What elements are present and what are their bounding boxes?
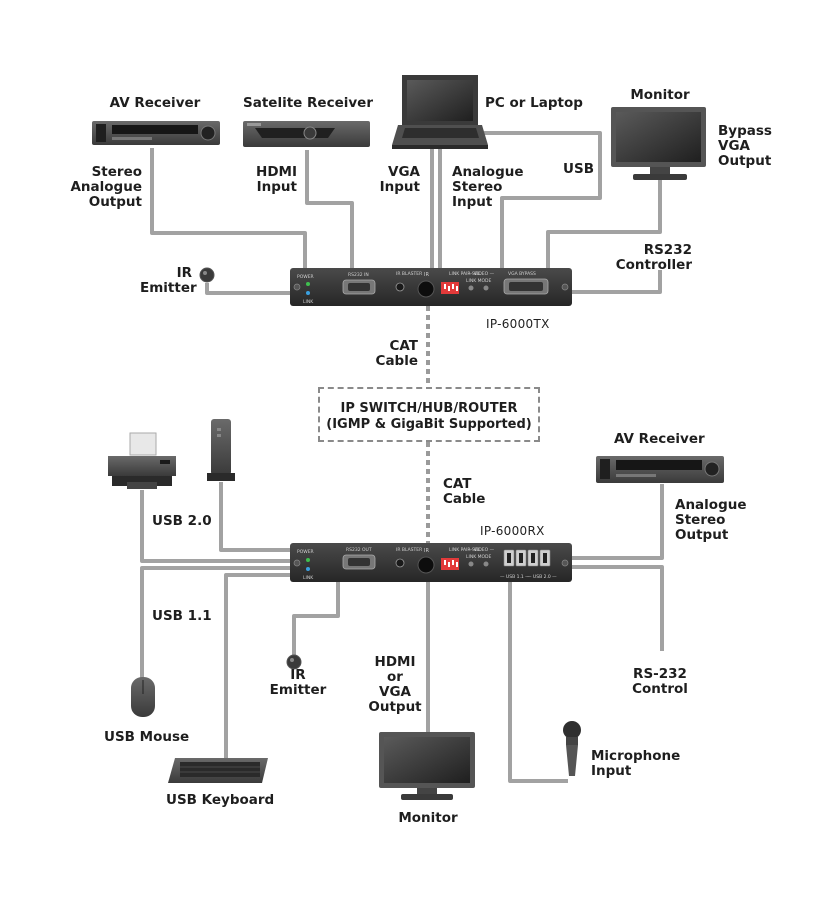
cable-bypass-vga (546, 178, 662, 272)
pc-laptop-title: PC or Laptop (485, 95, 583, 111)
tx-vga-bypass-label: VGA BYPASS (508, 271, 536, 277)
rx-link-mode-label: LINK MODE (466, 554, 491, 560)
ir-emitter-top-label: IR Emitter (140, 265, 197, 296)
usb-label: USB (563, 161, 594, 177)
rx-usb11-label: — USB 1.1 — (500, 574, 530, 580)
cables-bottom (140, 482, 664, 783)
rx-link-led (306, 567, 310, 571)
rx-power-label: POWER (297, 549, 314, 555)
rx-link-label: LINK (303, 575, 314, 581)
microphone-input-label: Microphone Input (591, 748, 681, 779)
rx-link-pair-label: LINK PAIR SEL (449, 547, 481, 553)
rx-ir-label: IR (424, 548, 429, 554)
cable-satellite (305, 150, 354, 272)
cable-av-receiver-top (150, 148, 307, 272)
tx-ir-label: IR (424, 272, 429, 278)
cable-ir-top (205, 283, 292, 295)
tx-power-label: POWER (297, 274, 314, 280)
cable-keyboard (224, 573, 292, 758)
bypass-vga-output-label: Bypass VGA Output (718, 123, 772, 169)
usb-1-1-label: USB 1.1 (152, 608, 212, 624)
ir-emitter-top-device (199, 267, 215, 283)
tx-video-link-led (468, 285, 474, 291)
rx-model-label: IP-6000RX (480, 524, 545, 538)
tx-ir-blaster-jack (395, 282, 405, 292)
cable-microphone (508, 578, 568, 783)
usb-2-0-label: USB 2.0 (152, 513, 212, 529)
satellite-receiver-title: Satelite Receiver (243, 95, 373, 111)
tx-rs232-in-label: RS232 IN (348, 272, 369, 278)
cables-top (150, 131, 662, 295)
rx-rs232-out-label: RS232 OUT (346, 547, 372, 553)
usb-mouse-title: USB Mouse (104, 729, 190, 745)
rx-video-mode-led (483, 561, 489, 567)
ip-switch-title: IP SWITCH/HUB/ROUTER (340, 401, 518, 416)
cat-cable-top-label: CAT Cable (375, 338, 418, 369)
cable-ir-bottom (292, 582, 340, 656)
analogue-stereo-input-label: Analogue Stereo Input (452, 164, 524, 210)
tx-link-led (306, 291, 310, 295)
av-receiver-top-title: AV Receiver (109, 95, 201, 111)
cable-usb-pc (484, 131, 602, 272)
ir-emitter-bottom-device (286, 654, 302, 670)
av-receiver-top-device (92, 121, 220, 145)
tx-ir-sensor (417, 280, 435, 298)
analogue-stereo-output-label: Analogue Stereo Output (675, 497, 747, 543)
cable-usb-drive (219, 482, 292, 552)
rs232-controller-label: RS232 Controller (615, 242, 692, 273)
tx-ir-blaster-line1: IR BLASTER (396, 271, 422, 277)
rx-usb20-label: — USB 2.0 — (527, 574, 557, 580)
rx-power-led (306, 558, 310, 562)
tx-link-pair-label: LINK PAIR SEL (449, 271, 481, 277)
stereo-analogue-output-label: Stereo Analogue Output (70, 164, 142, 210)
rx-ir-sensor (417, 556, 435, 574)
cable-printer (140, 490, 292, 563)
tx-model-label: IP-6000TX (486, 317, 550, 331)
av-receiver-bottom-title: AV Receiver (614, 431, 705, 447)
laptop-device (392, 75, 488, 149)
cat-cable-bottom-label: CAT Cable (443, 476, 486, 507)
rx-ir-blaster-jack (395, 558, 405, 568)
keyboard-device (168, 758, 268, 783)
printer-device (108, 432, 176, 489)
vga-input-label: VGA Input (379, 164, 420, 195)
rx-ir-blaster-label: IR BLASTER (396, 547, 422, 553)
rx-video-link-led (468, 561, 474, 567)
cable-mouse (140, 566, 292, 678)
av-receiver-bottom-device (596, 456, 724, 483)
microphone-device (563, 721, 581, 776)
usb-storage-device (207, 419, 235, 481)
tx-video-mode-led (483, 285, 489, 291)
hdmi-or-vga-output-label: HDMI or VGA Output (368, 654, 422, 715)
tx-link-label: LINK (303, 299, 314, 305)
rx-usb-ports (503, 549, 551, 567)
tx-unit: POWER LINK RS232 IN IR BLASTER IR LINK P… (290, 268, 572, 306)
mouse-device (131, 677, 155, 717)
usb-keyboard-title: USB Keyboard (166, 792, 275, 808)
cable-av-receiver-bottom (570, 484, 664, 560)
satellite-receiver-device (243, 121, 370, 147)
ip-switch-box: IP SWITCH/HUB/ROUTER (IGMP & GigaBit Sup… (318, 387, 540, 442)
hdmi-input-label: HDMI Input (256, 164, 297, 195)
ir-emitter-bottom-label: IR Emitter (269, 667, 327, 698)
ip-switch-subtitle: (IGMP & GigaBit Supported) (326, 417, 532, 432)
monitor-top-device (611, 107, 706, 180)
tx-ir-blaster-label: IR BLASTER (396, 271, 422, 277)
rx-video-label: — VIDEO — (468, 547, 495, 553)
tx-link-mode-label: LINK MODE (466, 278, 491, 284)
monitor-top-title: Monitor (630, 87, 690, 103)
cable-rs232-tx (572, 270, 662, 294)
monitor-bottom-device (379, 732, 475, 800)
rx-unit: POWER LINK RS232 OUT IR BLASTER IR LINK … (290, 543, 572, 582)
cable-rs232-rx (570, 565, 664, 651)
monitor-bottom-title: Monitor (398, 810, 458, 826)
tx-video-label: — VIDEO — (468, 271, 495, 277)
tx-power-led (306, 282, 310, 286)
rs232-control-label: RS-232 Control (632, 666, 688, 697)
